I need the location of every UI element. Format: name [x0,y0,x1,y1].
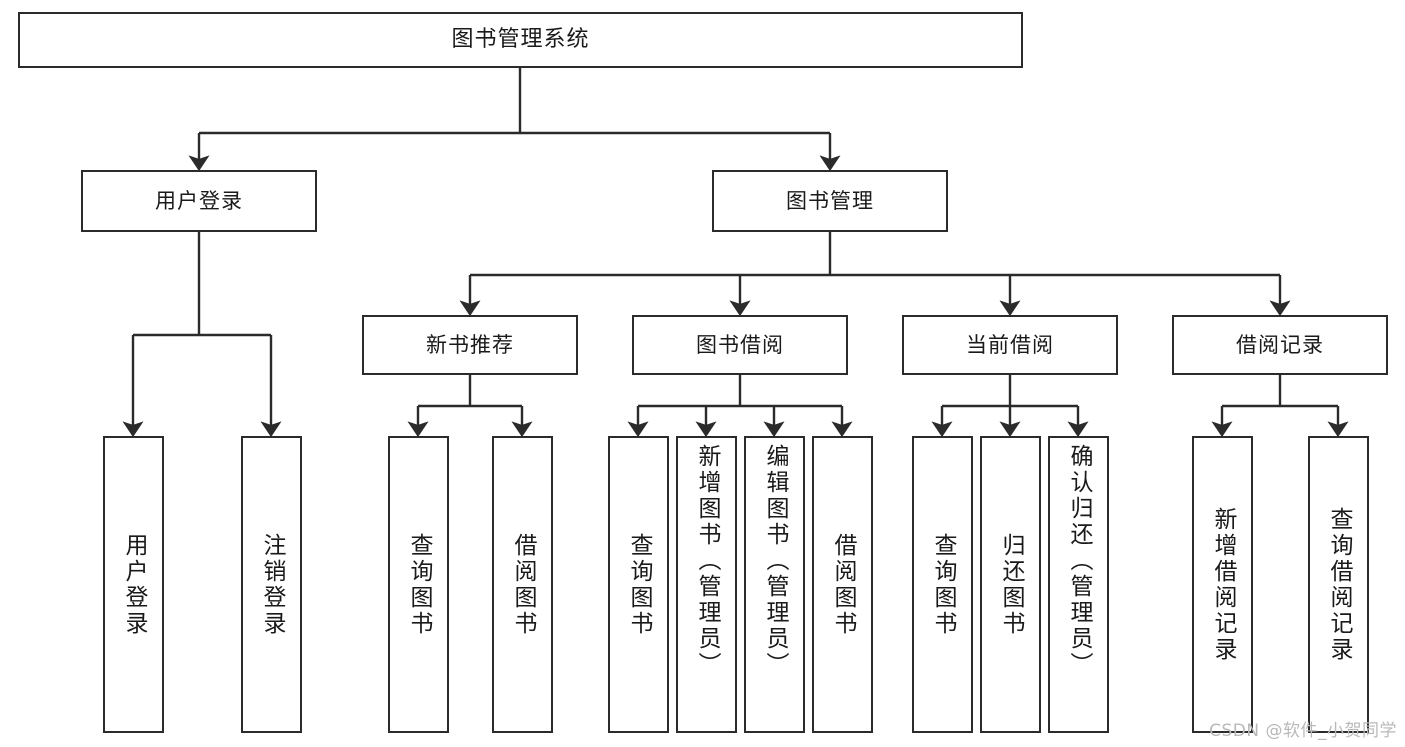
leaf-book-borrow-lend[interactable]: 借阅图书 [812,436,873,733]
node-label: 编辑图书（管理员） [762,444,788,678]
node-label: 借阅图书 [510,532,536,637]
node-current-borrow[interactable]: 当前借阅 [902,315,1118,375]
node-label: 当前借阅 [966,332,1054,357]
node-label: 图书管理 [786,188,874,213]
leaf-borrow-record-add[interactable]: 新增借阅记录 [1192,436,1253,733]
node-book-borrow[interactable]: 图书借阅 [632,315,848,375]
leaf-current-borrow-return[interactable]: 归还图书 [980,436,1041,733]
leaf-current-borrow-query[interactable]: 查询图书 [912,436,973,733]
node-label: 归还图书 [998,532,1024,637]
node-label: 图书借阅 [696,332,784,357]
leaf-user-login-login[interactable]: 用户登录 [103,436,164,733]
node-label: 新增图书（管理员） [694,444,720,678]
node-label: 查询图书 [406,532,432,637]
node-label: 新书推荐 [426,332,514,357]
leaf-book-borrow-add[interactable]: 新增图书（管理员） [676,436,737,733]
node-label: 借阅记录 [1236,332,1324,357]
node-label: 新增借阅记录 [1210,506,1236,663]
leaf-book-borrow-edit[interactable]: 编辑图书（管理员） [744,436,805,733]
node-label: 查询图书 [626,532,652,637]
node-label: 用户登录 [155,188,243,213]
node-label: 借阅图书 [830,532,856,637]
node-label: 用户登录 [121,532,147,637]
leaf-book-borrow-query[interactable]: 查询图书 [608,436,669,733]
leaf-user-login-logout[interactable]: 注销登录 [241,436,302,733]
node-label: 图书管理系统 [451,27,590,53]
leaf-new-book-query[interactable]: 查询图书 [388,436,449,733]
node-book-management[interactable]: 图书管理 [712,170,948,232]
node-label: 查询借阅记录 [1326,506,1352,663]
leaf-current-borrow-confirm-return[interactable]: 确认归还（管理员） [1048,436,1109,733]
leaf-borrow-record-query[interactable]: 查询借阅记录 [1308,436,1369,733]
node-label: 注销登录 [259,532,285,637]
node-root-system[interactable]: 图书管理系统 [18,12,1023,68]
node-label: 查询图书 [930,532,956,637]
node-user-login[interactable]: 用户登录 [81,170,317,232]
node-borrow-record[interactable]: 借阅记录 [1172,315,1388,375]
watermark: CSDN @软件_小贺同学 [1209,721,1397,741]
node-new-book-recommend[interactable]: 新书推荐 [362,315,578,375]
node-label: 确认归还（管理员） [1066,444,1092,678]
leaf-new-book-borrow[interactable]: 借阅图书 [492,436,553,733]
